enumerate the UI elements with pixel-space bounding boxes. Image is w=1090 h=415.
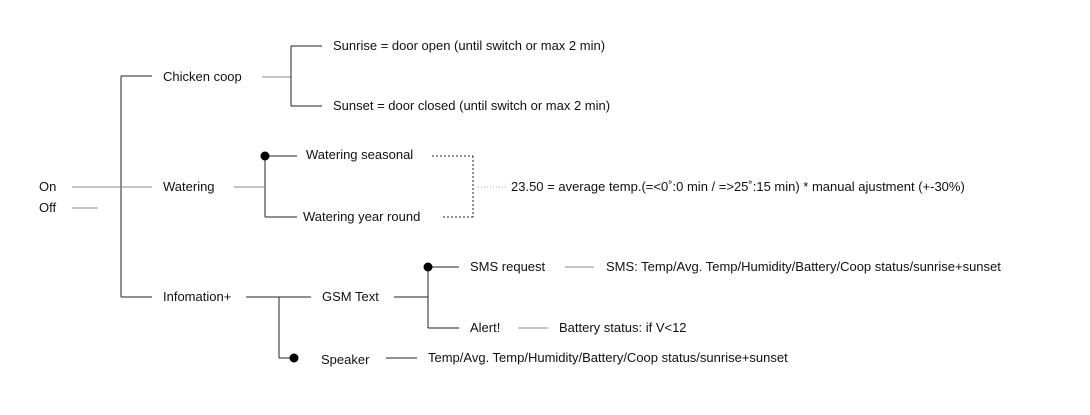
speaker-label[interactable]: Speaker <box>321 352 370 367</box>
off-label[interactable]: Off <box>39 200 57 215</box>
watering-seasonal-label[interactable]: Watering seasonal <box>306 147 414 162</box>
sunset-label: Sunset = door closed (until switch or ma… <box>333 98 611 113</box>
sunrise-label: Sunrise = door open (until switch or max… <box>333 38 606 53</box>
speaker-content-label: Temp/Avg. Temp/Humidity/Battery/Coop sta… <box>428 350 788 365</box>
watering-label[interactable]: Watering <box>163 179 215 194</box>
watering-seasonal-selected-dot <box>260 151 270 161</box>
on-label[interactable]: On <box>39 179 57 194</box>
watering-formula-label: 23.50 = average temp.(=<0˚:0 min / =>25˚… <box>511 179 965 194</box>
information-label[interactable]: Infomation+ <box>163 289 232 304</box>
chicken-coop-label[interactable]: Chicken coop <box>163 69 242 84</box>
sms-content-label: SMS: Temp/Avg. Temp/Humidity/Battery/Coo… <box>606 259 1001 274</box>
sms-request-label[interactable]: SMS request <box>470 259 546 274</box>
speaker-selected-dot <box>289 353 299 363</box>
watering-dotted-connector <box>432 155 474 218</box>
alert-label[interactable]: Alert! <box>470 320 501 335</box>
battery-status-label: Battery status: if V<12 <box>559 320 687 335</box>
watering-year-round-label[interactable]: Watering year round <box>303 209 421 224</box>
gsm-text-label[interactable]: GSM Text <box>322 289 379 304</box>
sms-request-selected-dot <box>423 262 433 272</box>
